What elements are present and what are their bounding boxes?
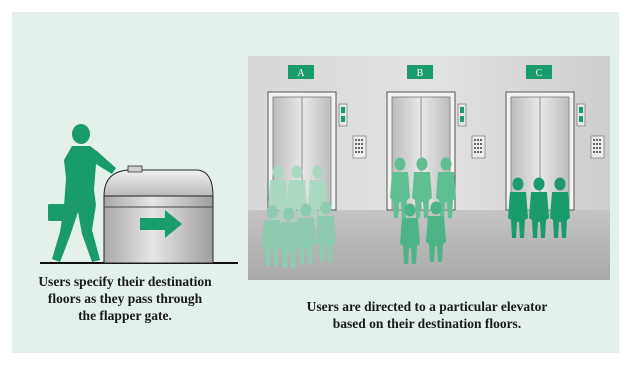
gate-caption-line: Users specify their destination — [38, 274, 212, 289]
gate-caption: Users specify their destination floors a… — [16, 273, 234, 324]
elevator-caption-line: based on their destination floors. — [332, 316, 522, 331]
elevator-label-a-text: A — [297, 68, 305, 79]
elevator-label-c-text: C — [536, 68, 543, 79]
elevator-caption: Users are directed to a particular eleva… — [262, 298, 592, 332]
gate-caption-line: floors as they pass through — [47, 291, 203, 306]
walking-person-icon — [48, 124, 116, 262]
elevator-indicator-c — [576, 103, 586, 127]
elevator-caption-line: Users are directed to a particular eleva… — [306, 299, 548, 314]
elevator-c: C — [505, 65, 605, 211]
flapper-gate — [103, 165, 214, 264]
elevator-label-b-text: B — [417, 68, 424, 79]
gate-caption-line: the flapper gate. — [78, 308, 172, 323]
elevator-indicator-a — [338, 103, 348, 127]
elevator-label-a — [288, 65, 314, 79]
elevator-indicator-b — [457, 103, 467, 127]
elevator-lobby: A B — [248, 56, 610, 280]
elevator-label-c — [526, 65, 552, 79]
elevator-label-b — [407, 65, 433, 79]
direction-arrow-icon — [140, 210, 182, 238]
gate-scene — [40, 124, 238, 264]
